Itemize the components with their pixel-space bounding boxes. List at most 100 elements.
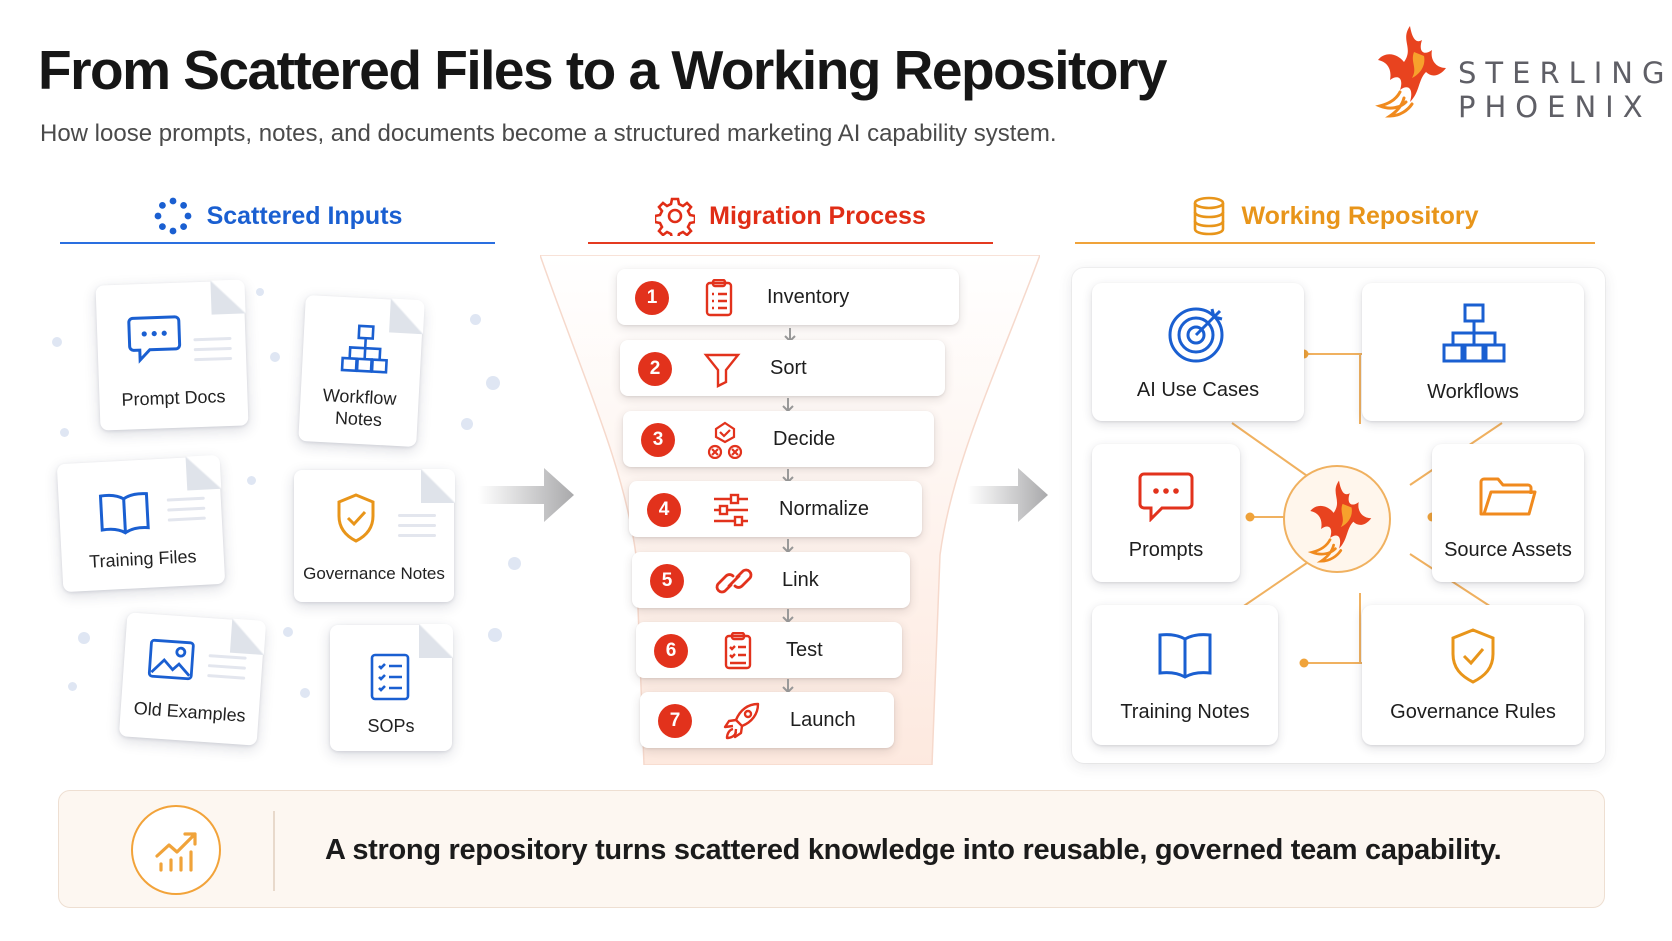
step-label: Test (786, 639, 823, 661)
decor-dot (247, 476, 256, 485)
migration-step-normalize: 4 Normalize (629, 481, 922, 537)
decor-dot (486, 376, 500, 390)
input-label: Old Examples (133, 698, 247, 726)
sliders-icon (714, 493, 748, 527)
repo-label: AI Use Cases (1136, 379, 1260, 401)
migration-step-inventory: 1 Inventory (617, 269, 959, 325)
repo-label: Prompts (1128, 539, 1204, 561)
input-card-old-examples: Old Examples (118, 612, 267, 746)
step-number-badge: 3 (641, 423, 675, 457)
migration-step-sort: 2 Sort (620, 340, 945, 396)
header-rule (60, 242, 495, 244)
input-label: Training Files (88, 546, 197, 572)
decor-dot (60, 428, 69, 437)
working-repository-title: Working Repository (1241, 201, 1479, 230)
step-number-badge: 7 (658, 704, 692, 738)
banner-divider (273, 811, 275, 891)
repo-card-training-notes: Training Notes (1092, 605, 1278, 745)
org-chart-icon (1442, 303, 1506, 363)
decor-dot (488, 628, 502, 642)
database-icon (1194, 196, 1225, 236)
decor-dot (270, 352, 280, 362)
page-title: From Scattered Files to a Working Reposi… (38, 39, 1167, 101)
step-number-badge: 4 (647, 493, 681, 527)
step-label: Normalize (779, 498, 870, 520)
step-label: Link (782, 569, 819, 591)
decor-dot (300, 688, 310, 698)
migration-step-test: 6 Test (636, 622, 902, 678)
brand-name-line1: STERLING (1458, 56, 1672, 90)
input-card-governance-notes: Governance Notes (294, 469, 455, 602)
repo-card-source-assets: Source Assets (1432, 444, 1584, 582)
step-number-badge: 6 (654, 634, 688, 668)
header-rule (588, 242, 993, 244)
migration-process-header: Migration Process (588, 188, 993, 244)
step-label: Decide (773, 428, 836, 450)
clipboard-check-icon (724, 632, 752, 670)
banner-text: A strong repository turns scattered know… (325, 834, 1502, 866)
shield-check-icon (337, 493, 375, 543)
input-label: Workflow Notes (322, 385, 397, 431)
target-icon (1168, 307, 1224, 363)
brand-name-line2: PHOENIX (1458, 90, 1652, 124)
funnel-icon (703, 353, 741, 388)
open-book-icon (98, 492, 150, 535)
shield-check-icon (1451, 628, 1495, 684)
decor-dot (508, 557, 521, 570)
step-number-badge: 1 (635, 281, 669, 315)
repository-hub (1283, 465, 1391, 573)
repo-card-prompts: Prompts (1092, 444, 1240, 582)
repo-card-ai-use-cases: AI Use Cases (1092, 283, 1304, 421)
page-subtitle: How loose prompts, notes, and documents … (40, 120, 1057, 147)
repo-card-workflows: Workflows (1362, 283, 1584, 421)
step-label: Sort (770, 357, 807, 379)
folder-icon (1479, 477, 1537, 516)
decision-icon (707, 421, 743, 459)
input-card-prompt-docs: Prompt Docs (95, 279, 249, 431)
migration-process-title: Migration Process (709, 201, 926, 230)
checklist-icon (370, 653, 410, 701)
scattered-inputs-title: Scattered Inputs (206, 201, 403, 230)
repo-label: Source Assets (1444, 539, 1572, 561)
growth-chart-icon (155, 832, 197, 872)
decor-dot (78, 632, 90, 644)
migration-step-decide: 3 Decide (623, 411, 934, 467)
step-number-badge: 2 (638, 352, 672, 386)
brand-logo: STERLING PHOENIX (1370, 22, 1664, 124)
image-icon (147, 638, 195, 681)
org-chart-icon (340, 324, 388, 374)
input-card-workflow-notes: Workflow Notes (298, 295, 425, 447)
repo-label: Workflows (1427, 381, 1519, 403)
dots-circle-icon (154, 197, 191, 235)
step-number-badge: 5 (650, 564, 684, 598)
summary-banner: A strong repository turns scattered know… (58, 790, 1605, 908)
link-icon (715, 568, 753, 594)
gear-icon (655, 197, 696, 236)
phoenix-hub-icon (1307, 480, 1372, 563)
flow-arrow-right (478, 468, 574, 522)
decor-dot (470, 314, 481, 325)
repo-card-governance-rules: Governance Rules (1362, 605, 1584, 745)
decor-dot (461, 418, 473, 430)
open-book-icon (1158, 633, 1212, 679)
input-label: SOPs (367, 716, 415, 736)
input-card-training-files: Training Files (56, 454, 226, 593)
rocket-icon (723, 702, 760, 740)
decor-dot (52, 337, 62, 347)
input-label: Governance Notes (303, 564, 445, 583)
scattered-inputs-header: Scattered Inputs (60, 188, 495, 244)
input-label: Prompt Docs (121, 386, 226, 410)
repo-label: Training Notes (1120, 701, 1250, 723)
clipboard-list-icon (705, 279, 733, 317)
chat-bubble-icon (127, 315, 182, 364)
step-label: Inventory (767, 286, 850, 308)
migration-step-link: 5 Link (632, 552, 910, 608)
working-repository-header: Working Repository (1075, 188, 1595, 244)
flow-arrow-right (968, 468, 1048, 522)
input-card-sops: SOPs (330, 624, 453, 751)
repo-label: Governance Rules (1390, 701, 1556, 723)
decor-dot (256, 288, 264, 296)
header-rule (1075, 242, 1595, 244)
decor-dot (68, 682, 77, 691)
phoenix-logo-icon (1375, 26, 1446, 118)
